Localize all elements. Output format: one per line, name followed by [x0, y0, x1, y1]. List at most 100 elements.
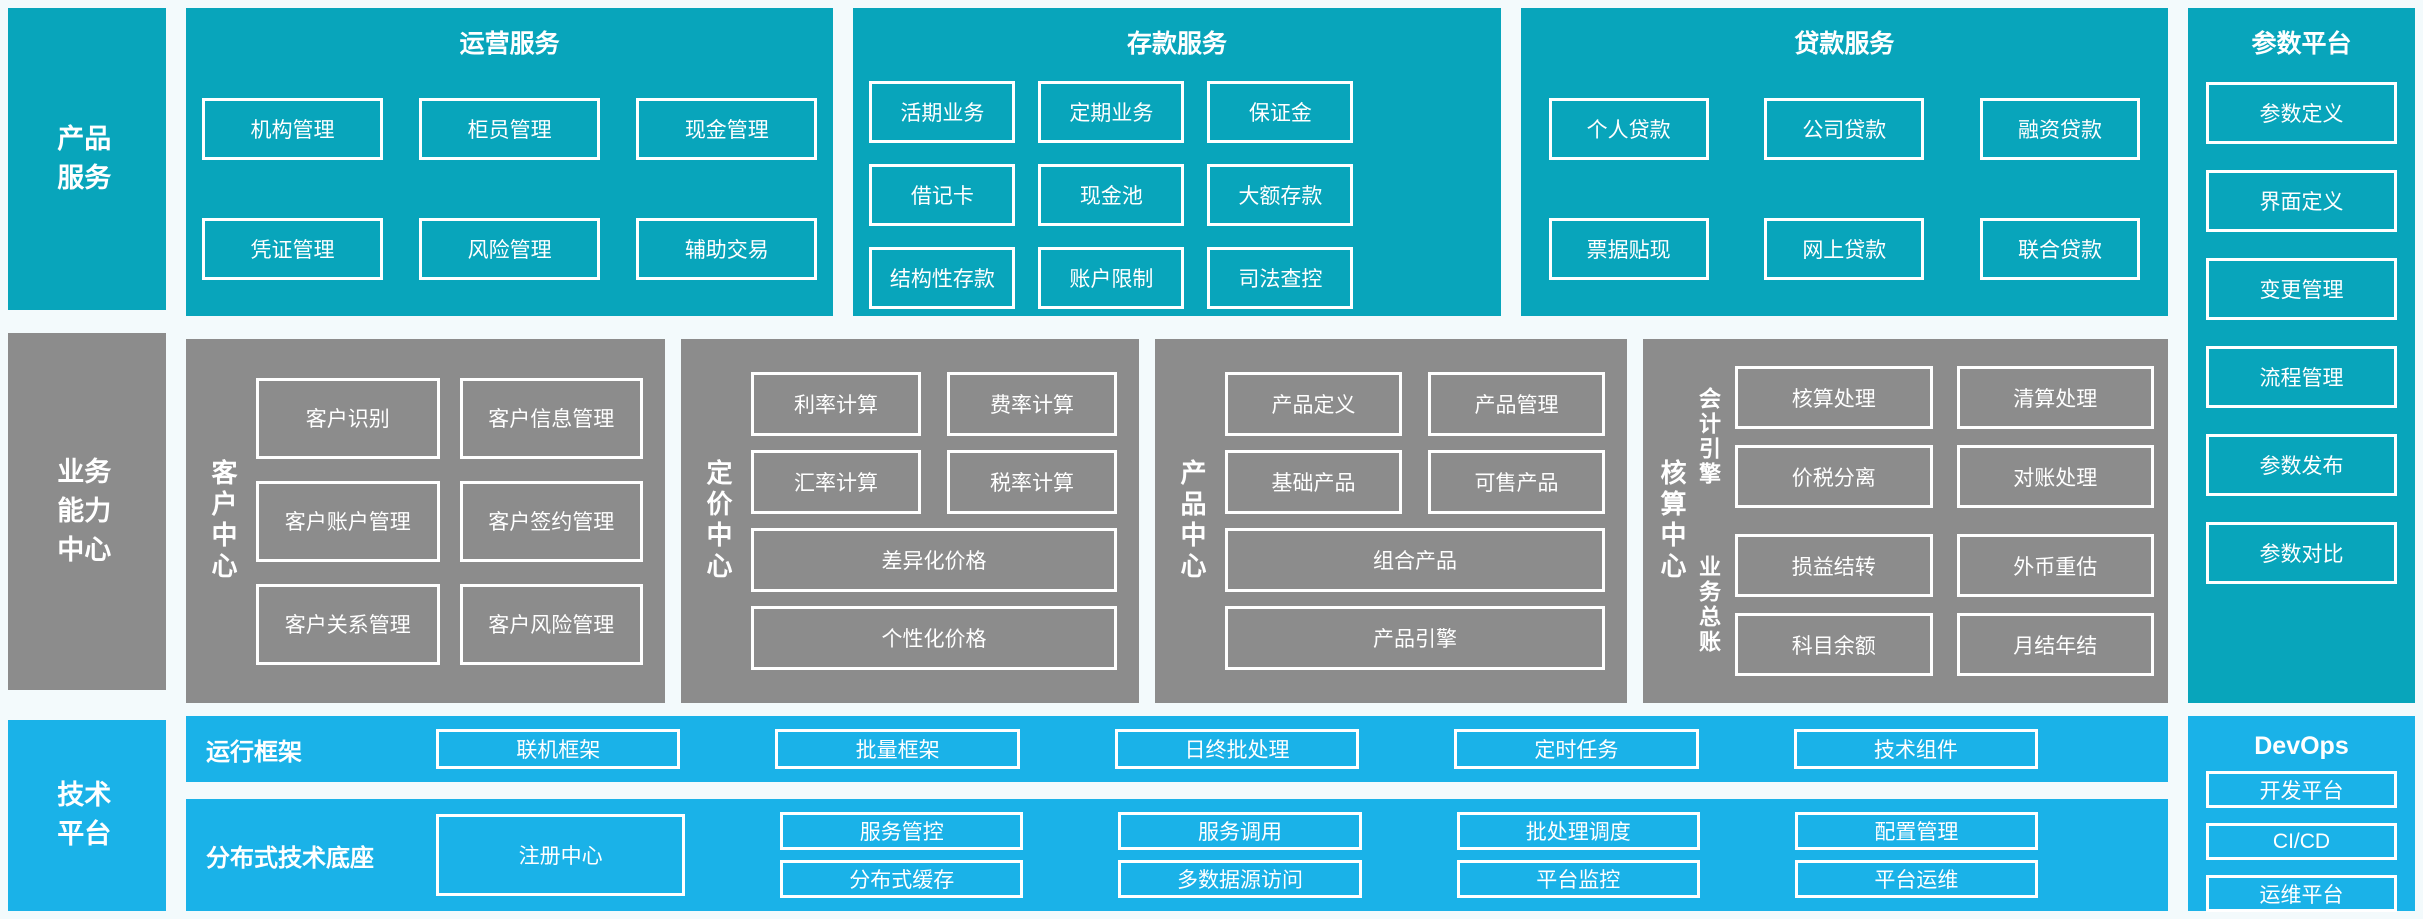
module-box: 差异化价格: [751, 528, 1117, 592]
box-column: 服务调用 多数据源访问: [1118, 812, 1362, 898]
module-box: 柜员管理: [419, 98, 601, 160]
module-box: 参数定义: [2206, 82, 2397, 144]
module-box: 客户识别: [256, 377, 440, 459]
vertical-label-business-ledger: 业务总账: [1696, 555, 1721, 655]
band-label-distributed-base: 分布式技术底座: [206, 844, 374, 872]
module-box: 费率计算: [947, 372, 1117, 436]
module-box: CI/CD: [2206, 823, 2397, 860]
pricing-center-block: 定价中心 利率计算 费率计算 汇率计算 税率计算 差异化价格 个性化价格: [681, 339, 1139, 703]
module-box: 变更管理: [2206, 258, 2397, 320]
module-box: 机构管理: [202, 98, 383, 160]
module-box: 可售产品: [1428, 450, 1605, 514]
box-column: 服务管控 分布式缓存: [780, 812, 1024, 898]
distributed-base-band: 分布式技术底座 注册中心 服务管控 分布式缓存 服务调用 多数据源访问 批处理调…: [186, 799, 2168, 911]
block-title: DevOps: [2254, 732, 2349, 760]
module-box: 辅助交易: [636, 218, 818, 280]
module-box: 产品定义: [1225, 372, 1402, 436]
module-box: 运维平台: [2206, 875, 2397, 912]
module-box: 参数对比: [2206, 522, 2397, 584]
module-box: 现金池: [1038, 164, 1185, 226]
vertical-label-product-center: 产品中心: [1177, 459, 1207, 583]
module-box: 保证金: [1207, 81, 1354, 143]
module-box: 客户风险管理: [459, 583, 643, 665]
box-column: 批处理调度 平台监控: [1456, 812, 1700, 898]
parameter-platform-block: 参数平台 参数定义 界面定义 变更管理 流程管理 参数发布 参数对比: [2188, 8, 2415, 703]
module-box: 科目余额: [1735, 613, 1933, 676]
vertical-label-pricing-center: 定价中心: [703, 459, 733, 583]
module-box: 服务管控: [780, 812, 1024, 850]
module-box: 个人贷款: [1548, 98, 1709, 160]
module-box: 配置管理: [1794, 812, 2039, 850]
loan-services-block: 贷款服务 个人贷款 公司贷款 融资贷款 票据贴现 网上贷款 联合贷款: [1520, 8, 2168, 316]
operations-services-block: 运营服务 机构管理 柜员管理 现金管理 凭证管理 风险管理 辅助交易: [186, 8, 834, 316]
accounting-center-block: 核算中心 会计引擎 核算处理 清算处理 价税分离 对账处理 业务总账: [1643, 339, 2168, 703]
module-box: 联机框架: [436, 729, 681, 769]
module-box: 批量框架: [775, 729, 1020, 769]
module-box: 服务调用: [1118, 812, 1362, 850]
box-row: 结构性存款 账户限制 司法查控: [869, 247, 1484, 309]
module-box: 技术组件: [1793, 729, 2039, 769]
deposit-services-block: 存款服务 活期业务 定期业务 保证金 借记卡 现金池 大额存款 结构性存款 账户: [853, 8, 1501, 316]
box-row: 个人贷款 公司贷款 融资贷款: [1548, 98, 2140, 160]
module-box: 流程管理: [2206, 346, 2397, 408]
registry-center-box: 注册中心: [436, 814, 686, 896]
sidebar-label: 产品服务: [57, 123, 112, 193]
module-box: 融资贷款: [1979, 98, 2140, 160]
product-center-block: 产品中心 产品定义 产品管理 基础产品 可售产品 组合产品 产品引擎: [1155, 339, 1627, 703]
module-box: 大额存款: [1207, 164, 1354, 226]
vertical-label-accounting-engine: 会计引擎: [1696, 387, 1721, 487]
module-box: 定时任务: [1454, 729, 1699, 769]
sidebar-label: 业务能力中心: [57, 456, 112, 565]
accounting-engine-group: 会计引擎 核算处理 清算处理 价税分离 对账处理: [1689, 366, 2154, 508]
module-box: 核算处理: [1735, 366, 1933, 429]
block-title: 贷款服务: [1794, 30, 1895, 58]
center-column: 运营服务 机构管理 柜员管理 现金管理 凭证管理 风险管理 辅助交易 存款服务: [186, 8, 2168, 911]
sidebar-business-capability-center: 业务能力中心: [8, 332, 166, 690]
module-box: 利率计算: [751, 372, 921, 436]
box-row: 借记卡 现金池 大额存款: [869, 164, 1484, 226]
module-box: 客户信息管理: [459, 377, 643, 459]
sidebar-label: 技术平台: [57, 780, 112, 850]
module-box: 多数据源访问: [1118, 860, 1362, 898]
block-title: 存款服务: [1126, 30, 1227, 58]
module-box: 税率计算: [947, 450, 1117, 514]
module-box: 汇率计算: [751, 450, 921, 514]
module-box: 网上贷款: [1764, 218, 1925, 280]
module-box: 外币重估: [1956, 534, 2154, 597]
module-box: 基础产品: [1225, 450, 1402, 514]
module-box: 个性化价格: [751, 606, 1117, 670]
module-box: 客户签约管理: [459, 480, 643, 562]
sidebar-technology-platform: 技术平台: [8, 719, 166, 911]
band-label-runtime-framework: 运行框架: [206, 738, 302, 766]
module-box: 借记卡: [869, 164, 1016, 226]
module-box: 结构性存款: [869, 247, 1016, 309]
module-box: 分布式缓存: [780, 860, 1024, 898]
module-box: 对账处理: [1956, 445, 2154, 508]
module-box: 公司贷款: [1764, 98, 1925, 160]
module-box: 产品管理: [1428, 372, 1605, 436]
runtime-framework-band: 运行框架 联机框架 批量框架 日终批处理 定时任务 技术组件: [186, 716, 2168, 782]
box-row: 凭证管理 风险管理 辅助交易: [202, 218, 818, 280]
right-column: 参数平台 参数定义 界面定义 变更管理 流程管理 参数发布 参数对比 DevOp…: [2188, 8, 2415, 912]
module-box: 客户关系管理: [256, 583, 440, 665]
module-box: 平台运维: [1794, 860, 2039, 898]
product-services-row: 运营服务 机构管理 柜员管理 现金管理 凭证管理 风险管理 辅助交易 存款服务: [186, 8, 2168, 316]
module-box: 清算处理: [1956, 366, 2154, 429]
left-sidebar-column: 产品服务 业务能力中心 技术平台: [8, 8, 166, 911]
module-box: 界面定义: [2206, 170, 2397, 232]
module-box: 客户账户管理: [256, 480, 440, 562]
customer-center-block: 客户中心 客户识别 客户信息管理 客户账户管理 客户签约管理 客户关系管理 客户…: [186, 339, 665, 703]
module-box: 定期业务: [1038, 81, 1185, 143]
module-box: 批处理调度: [1456, 812, 1700, 850]
module-box: 凭证管理: [202, 218, 383, 280]
module-box: 现金管理: [636, 98, 818, 160]
box-row: 机构管理 柜员管理 现金管理: [202, 98, 818, 160]
sidebar-product-services: 产品服务: [8, 8, 166, 310]
devops-block: DevOps 开发平台 CI/CD 运维平台: [2188, 716, 2415, 912]
module-box: 月结年结: [1956, 613, 2154, 676]
module-box: 活期业务: [869, 81, 1016, 143]
box-row: 票据贴现 网上贷款 联合贷款: [1548, 218, 2140, 280]
vertical-label-customer-center: 客户中心: [208, 459, 238, 583]
module-box: 平台监控: [1456, 860, 1700, 898]
